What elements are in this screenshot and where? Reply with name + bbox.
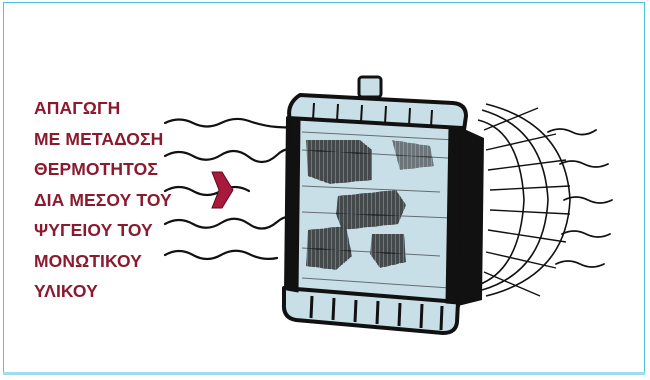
heat-wave-3 — [165, 187, 249, 195]
heat-wave-2 — [165, 149, 305, 162]
heat-wave-1 — [165, 119, 303, 128]
heat-wave-5 — [165, 251, 277, 259]
radiating-arcs — [478, 104, 570, 296]
radiating-spokes — [484, 108, 570, 296]
radiator — [284, 77, 466, 333]
hatch-zone-1 — [306, 140, 372, 184]
radiator-back-side — [458, 128, 484, 306]
radiator-left-post — [287, 120, 300, 292]
right-pointing-arrow-icon — [212, 172, 233, 208]
radiator-cap — [359, 77, 381, 97]
hatch-zone-2 — [336, 190, 406, 230]
